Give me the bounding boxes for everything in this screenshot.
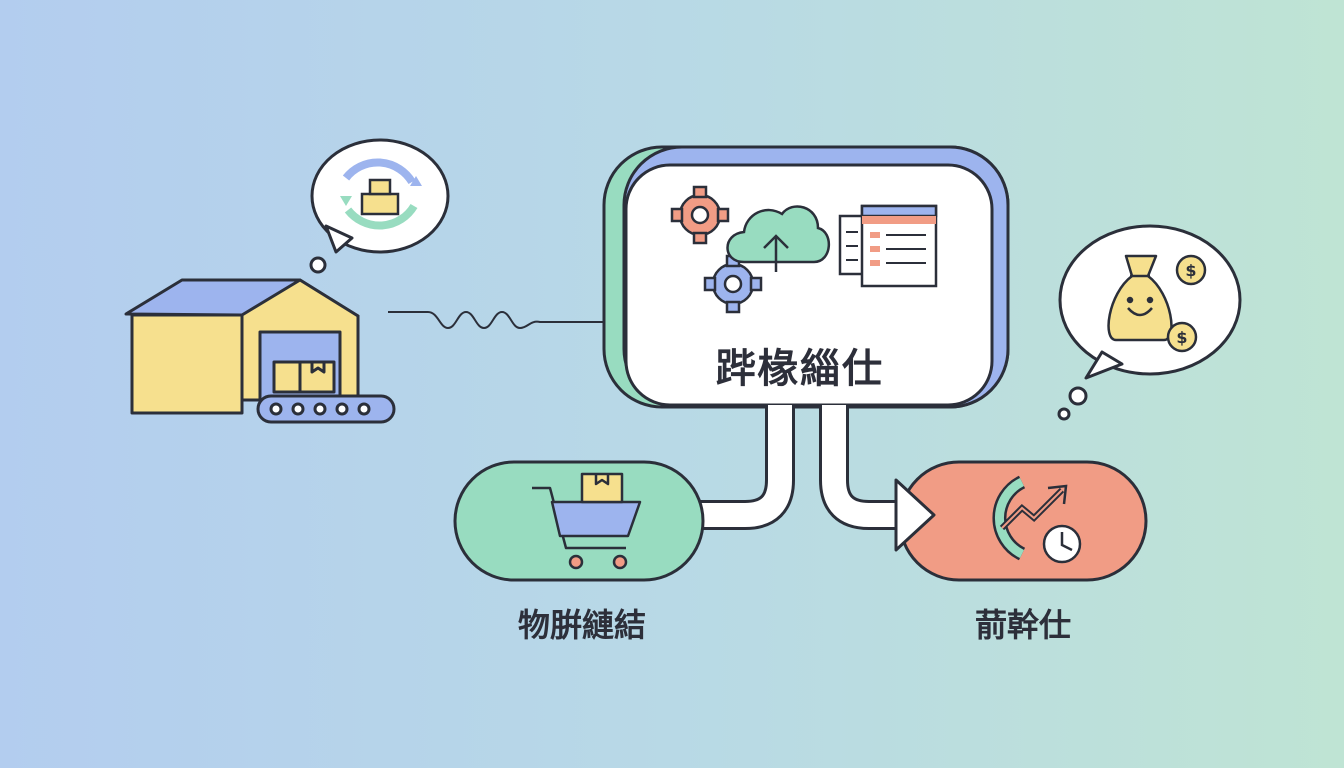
cart-node-label: 物腁縺結	[517, 606, 646, 644]
clock-icon	[1042, 524, 1082, 564]
cloud-upload-icon	[726, 205, 831, 272]
gear-icon	[703, 254, 763, 314]
warehouse-icon	[124, 278, 360, 415]
spreadsheet-icon	[838, 204, 938, 288]
hub-label: 跸椽緇仕	[716, 346, 884, 392]
dollar-coin-icon: $	[1175, 254, 1207, 286]
box-cycle-icon	[340, 158, 422, 230]
shopping-cart-icon	[532, 472, 642, 570]
gear-icon	[670, 185, 730, 245]
conveyor-icon	[256, 394, 396, 424]
pipe-to-growth	[819, 405, 900, 530]
arrow-head	[894, 478, 936, 552]
money-bag-icon	[1107, 254, 1173, 342]
growth-node-label: 葥幹仕	[974, 606, 1071, 644]
svg-text:$: $	[1185, 261, 1196, 280]
wavy-connector	[388, 310, 630, 330]
dollar-coin-icon: $	[1166, 321, 1198, 353]
pipe-to-cart	[700, 405, 795, 530]
growth-node	[898, 460, 1148, 582]
growth-chart-icon	[992, 475, 1068, 561]
svg-text:$: $	[1176, 328, 1187, 347]
